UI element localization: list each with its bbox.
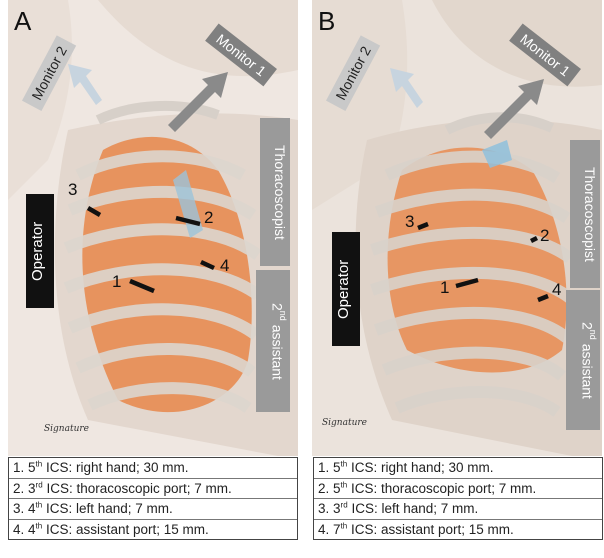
port-mark-2 — [531, 238, 537, 241]
legend-a: 1. 5th ICS: right hand; 30 mm. 2. 3rd IC… — [8, 457, 298, 540]
legend-row: 2. 3rd ICS: thoracoscopic port; 7 mm. — [9, 479, 297, 500]
port-number-2: 2 — [204, 208, 213, 228]
operator-label: Operator — [332, 232, 360, 346]
port-number-1: 1 — [112, 272, 121, 292]
legend-row: 1. 5th ICS: right hand; 30 mm. — [314, 458, 602, 479]
port-number-2: 2 — [540, 226, 549, 246]
port-number-3: 3 — [405, 212, 414, 232]
panel-a-illustration: A Monitor 2 Monitor 1 Thoracoscopist 2nd… — [8, 0, 298, 456]
second-assistant-label: 2nd assistant — [256, 270, 290, 412]
port-number-4: 4 — [220, 256, 229, 276]
port-number-1: 1 — [440, 278, 449, 298]
port-number-4: 4 — [552, 280, 561, 300]
thoracoscopist-label: Thoracoscopist — [570, 140, 600, 288]
legend-row: 2. 5th ICS: thoracoscopic port; 7 mm. — [314, 479, 602, 500]
legend-row: 4. 4th ICS: assistant port; 15 mm. — [9, 520, 297, 540]
legend-row: 1. 5th ICS: right hand; 30 mm. — [9, 458, 297, 479]
panel-b-illustration: B Monitor 2 Monitor 1 Thoracoscopist 2nd… — [312, 0, 602, 456]
legend-b: 1. 5th ICS: right hand; 30 mm. 2. 5th IC… — [313, 457, 603, 540]
artist-signature-a: Signature — [44, 424, 89, 434]
panel-letter: B — [318, 6, 335, 37]
legend-row: 3. 3rd ICS: left hand; 7 mm. — [314, 499, 602, 520]
panel-letter: A — [14, 6, 31, 37]
artist-signature-b: Signature — [322, 418, 367, 428]
second-assistant-label: 2nd assistant — [566, 290, 600, 430]
legend-row: 4. 7th ICS: assistant port; 15 mm. — [314, 520, 602, 540]
thoracoscopist-label: Thoracoscopist — [260, 118, 290, 266]
port-number-3: 3 — [68, 180, 77, 200]
legend-row: 3. 4th ICS: left hand; 7 mm. — [9, 499, 297, 520]
operator-label: Operator — [26, 194, 54, 308]
